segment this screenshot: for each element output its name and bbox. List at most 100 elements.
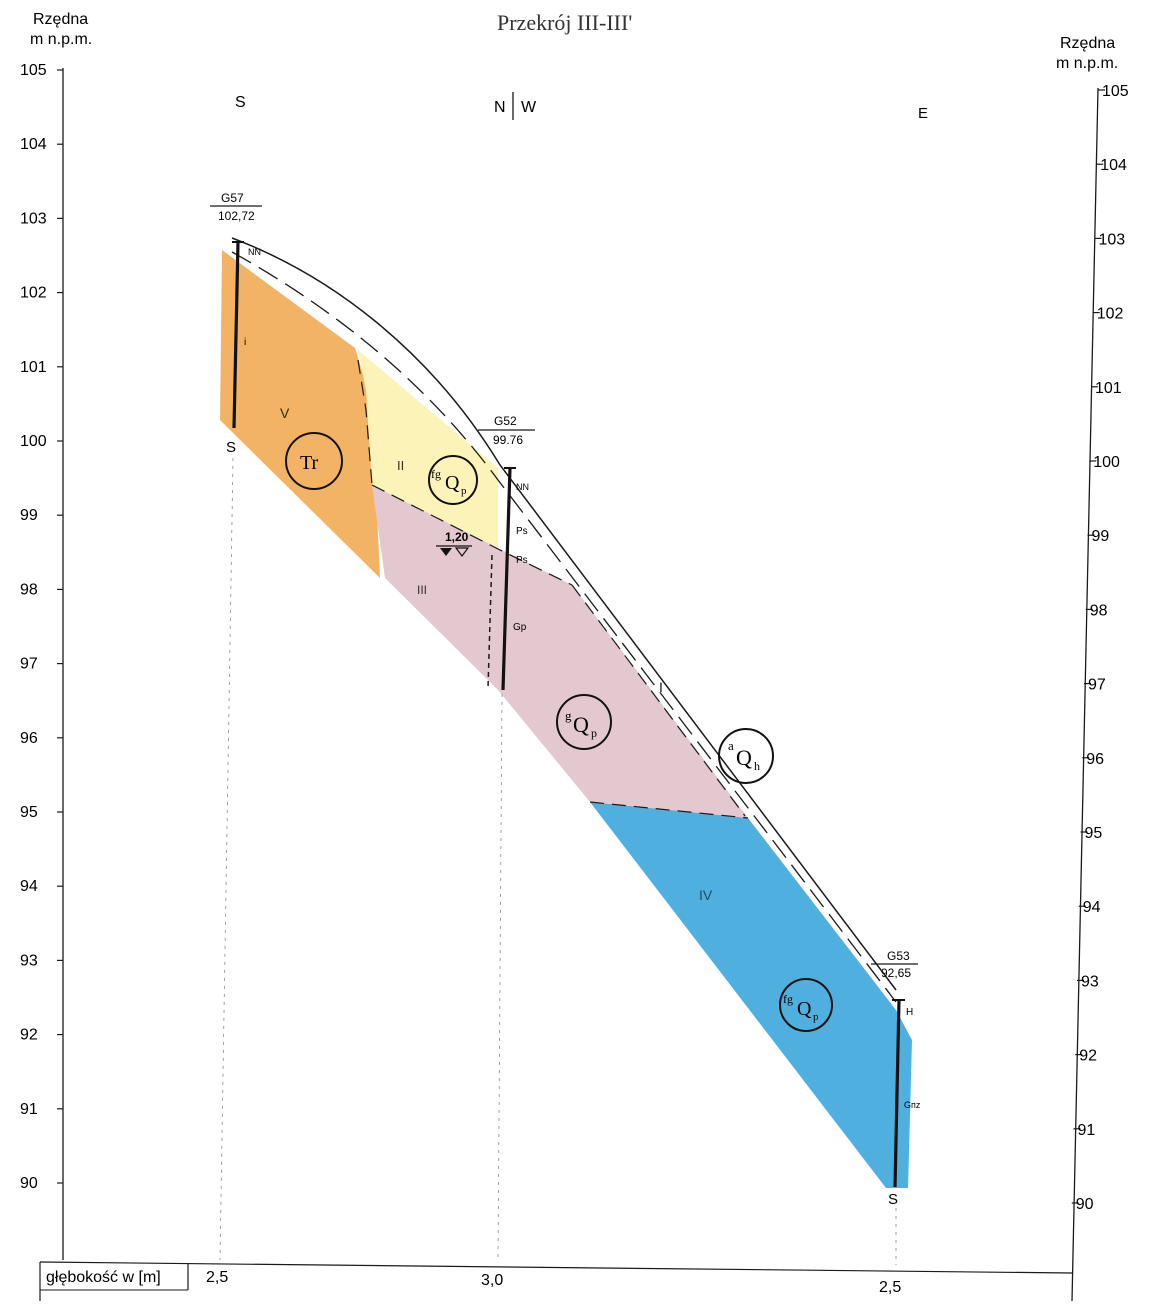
- depth-value-G52: 3,0: [481, 1272, 503, 1289]
- borehole-G52-shaft: [501, 467, 512, 691]
- depth-value-G53: 2,5: [879, 1279, 901, 1296]
- borehole-G53-id: G53: [887, 949, 910, 963]
- right-tick-label-93: 93: [1081, 973, 1099, 990]
- left-tick-label-104: 104: [20, 136, 47, 153]
- ground-surface: [231, 237, 897, 1003]
- left-tick-label-103: 103: [20, 210, 47, 227]
- left-tick-label-97: 97: [20, 656, 38, 673]
- borehole-G57-id: G57: [221, 191, 244, 205]
- water-level-value: 1,20: [445, 530, 469, 544]
- ground-surface-line: [231, 237, 897, 991]
- right-tick-label-95: 95: [1085, 825, 1103, 842]
- direction-right: E: [918, 105, 928, 122]
- borehole-G53-bottom-code: S: [888, 1191, 898, 1208]
- right-tick-label-99: 99: [1092, 528, 1110, 545]
- layer-II-fill: [358, 350, 572, 585]
- stratigraphy-gqp-sub: p: [591, 726, 597, 740]
- layer-label-I: I: [659, 679, 663, 695]
- right-tick-label-94: 94: [1083, 899, 1101, 916]
- section-title: Przekrój III-III': [497, 10, 632, 35]
- borehole-G57-elevation: 102,72: [218, 209, 255, 223]
- layer-boundary-I: [231, 251, 897, 1003]
- stratigraphy-fgqp-2: fg Q p: [779, 978, 833, 1032]
- borehole-G52-elevation: 99.76: [493, 433, 523, 447]
- right-tick-label-103: 103: [1099, 231, 1126, 248]
- borehole-G53-elevation: 92,65: [881, 966, 911, 980]
- layer-label-II: II: [397, 458, 404, 473]
- borehole-G52-layer-code-1: Ps: [516, 526, 528, 537]
- borehole-G57-shaft: [232, 241, 240, 429]
- borehole-G52-layer-code-2: Ps: [516, 555, 528, 566]
- borehole-G53-layer-code: Gпz: [904, 1100, 921, 1110]
- stratigraphy-gqp: g Q p: [556, 694, 612, 750]
- borehole-G57-bottom-code: S: [226, 439, 236, 456]
- layer-boundary-III-IV: [589, 801, 749, 819]
- left-axis-label-1: Rzędna: [33, 11, 88, 28]
- right-tick-label-92: 92: [1079, 1048, 1097, 1065]
- depth-table-label: głębokość w [m]: [46, 1269, 161, 1286]
- layer-V-fill: [220, 250, 380, 578]
- left-tick-label-92: 92: [20, 1027, 38, 1044]
- stratigraphy-gqp-sup: g: [565, 708, 572, 723]
- direction-middle-left: N: [494, 99, 506, 116]
- direction-left: S: [235, 94, 246, 111]
- borehole-G53-top-code: H: [906, 1007, 913, 1018]
- right-tick-label-98: 98: [1090, 602, 1108, 619]
- right-tick-label-102: 102: [1097, 306, 1124, 323]
- left-tick-label-98: 98: [20, 581, 38, 598]
- borehole-G57-layer-code: i: [244, 337, 246, 348]
- borehole-G53-shaft: [893, 999, 901, 1188]
- stratigraphy-fgqp-2-sup: fg: [783, 992, 793, 1006]
- layer-III-fill: [372, 485, 748, 818]
- left-tick-label-96: 96: [20, 730, 38, 747]
- left-tick-label-90: 90: [20, 1175, 38, 1192]
- water-table-symbol-filled: [440, 548, 452, 556]
- left-tick-label-101: 101: [20, 359, 47, 376]
- right-tick-label-105: 105: [1102, 83, 1129, 100]
- layer-IV-fill: [590, 802, 912, 1188]
- layer-label-V: V: [280, 405, 290, 421]
- depth-value-G57: 2,5: [206, 1269, 228, 1286]
- layer-boundary-V-II: [357, 359, 373, 486]
- borehole-G52-projection: [497, 693, 503, 1261]
- left-axis-label-2: m n.p.m.: [30, 31, 92, 48]
- borehole-G52-id: G52: [494, 414, 517, 428]
- left-tick-label-94: 94: [20, 878, 38, 895]
- stratigraphy-gqp-base: Q: [573, 712, 589, 737]
- right-tick-label-96: 96: [1086, 751, 1104, 768]
- direction-middle-right: W: [521, 99, 537, 116]
- left-tick-label-91: 91: [20, 1101, 38, 1118]
- right-tick-label-91: 91: [1078, 1122, 1096, 1139]
- borehole-G57: G57 102,72 NN i S: [210, 191, 262, 1261]
- stratigraphy-aqh-sub: h: [754, 759, 760, 773]
- layer-boundary-III-I: [571, 584, 746, 817]
- right-tick-label-104: 104: [1100, 157, 1127, 174]
- borehole-G52: G52 99.76 NN Ps Ps Gp 1,20: [436, 414, 535, 1261]
- borehole-G52-top-code: NN: [516, 482, 529, 492]
- left-tick-label-105: 105: [20, 62, 47, 79]
- right-axis-label-2: m n.p.m.: [1056, 55, 1118, 72]
- stratigraphy-fgqp-2-base: Q: [797, 998, 812, 1020]
- stratigraphy-aqh-sup: a: [728, 738, 734, 753]
- right-tick-label-90: 90: [1076, 1196, 1094, 1213]
- borehole-G52-cased-interval: [487, 554, 493, 689]
- stratigraphy-tr: Tr: [285, 432, 343, 490]
- left-tick-label-93: 93: [20, 952, 38, 969]
- borehole-G52-layer-code-3: Gp: [513, 622, 527, 633]
- layer-label-IV: IV: [699, 887, 713, 903]
- right-tick-label-100: 100: [1093, 454, 1120, 471]
- left-tick-label-102: 102: [20, 285, 47, 302]
- stratigraphy-fgqp-1-sub: p: [461, 485, 467, 497]
- right-tick-label-101: 101: [1095, 380, 1122, 397]
- stratigraphy-fgqp-1-base: Q: [445, 472, 460, 494]
- depth-table: głębokość w [m] 2,5 3,0 2,5: [39, 1261, 1073, 1301]
- layer-label-III: III: [417, 583, 427, 597]
- left-tick-label-95: 95: [20, 804, 38, 821]
- stratigraphy-tr-label: Tr: [300, 452, 319, 474]
- stratigraphy-fgqp-1: fg Q p: [428, 455, 478, 505]
- stratigraphy-fgqp-1-sup: fg: [431, 467, 441, 481]
